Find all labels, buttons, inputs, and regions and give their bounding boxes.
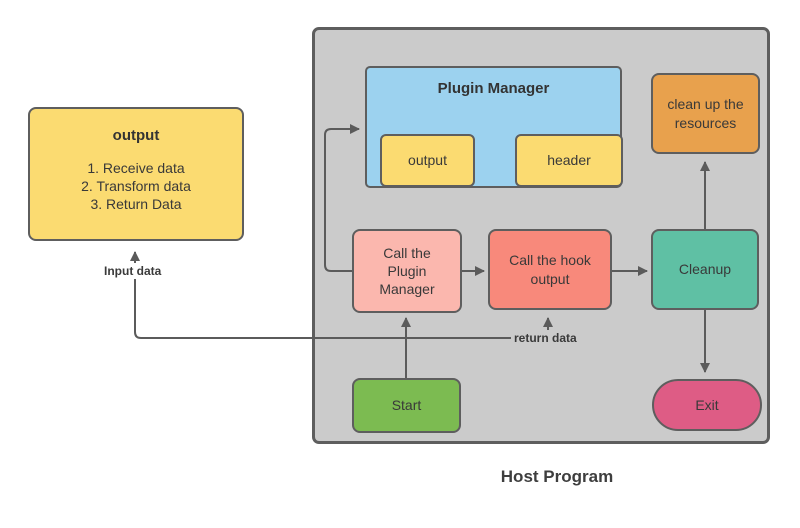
node-clean-up-resources: clean up the resources: [651, 73, 760, 154]
call-hook-label: Call the hook output: [509, 252, 591, 287]
edge-label-input-data: Input data: [101, 263, 165, 279]
exit-label: Exit: [695, 396, 719, 413]
plugin-manager-label: Plugin Manager: [437, 80, 550, 97]
external-output-steps: 1. Receive data 2. Transform data 3. Ret…: [81, 159, 191, 213]
pm-header-label: header: [547, 152, 591, 169]
node-external-output: output 1. Receive data 2. Transform data…: [28, 107, 244, 241]
step-transform-data: 2. Transform data: [81, 177, 191, 194]
step-receive-data: 1. Receive data: [87, 159, 185, 176]
edge-label-return-data: return data: [511, 330, 580, 346]
node-call-plugin-manager: Call the Plugin Manager: [352, 229, 462, 313]
node-plugin-manager-header: header: [515, 134, 623, 187]
host-program-label: Host Program: [500, 467, 614, 486]
step-return-data: 3. Return Data: [90, 195, 182, 212]
node-cleanup: Cleanup: [651, 229, 759, 310]
external-output-title: output: [112, 127, 160, 144]
cleanup-resources-label: clean up the resources: [667, 96, 744, 131]
cleanup-label: Cleanup: [678, 261, 732, 278]
node-plugin-manager-output: output: [380, 134, 475, 187]
node-call-hook-output: Call the hook output: [488, 229, 612, 310]
call-plugin-label: Call the Plugin Manager: [379, 244, 435, 298]
start-label: Start: [391, 397, 422, 414]
pm-output-label: output: [408, 152, 447, 169]
node-start: Start: [352, 378, 461, 433]
node-exit: Exit: [652, 379, 762, 431]
